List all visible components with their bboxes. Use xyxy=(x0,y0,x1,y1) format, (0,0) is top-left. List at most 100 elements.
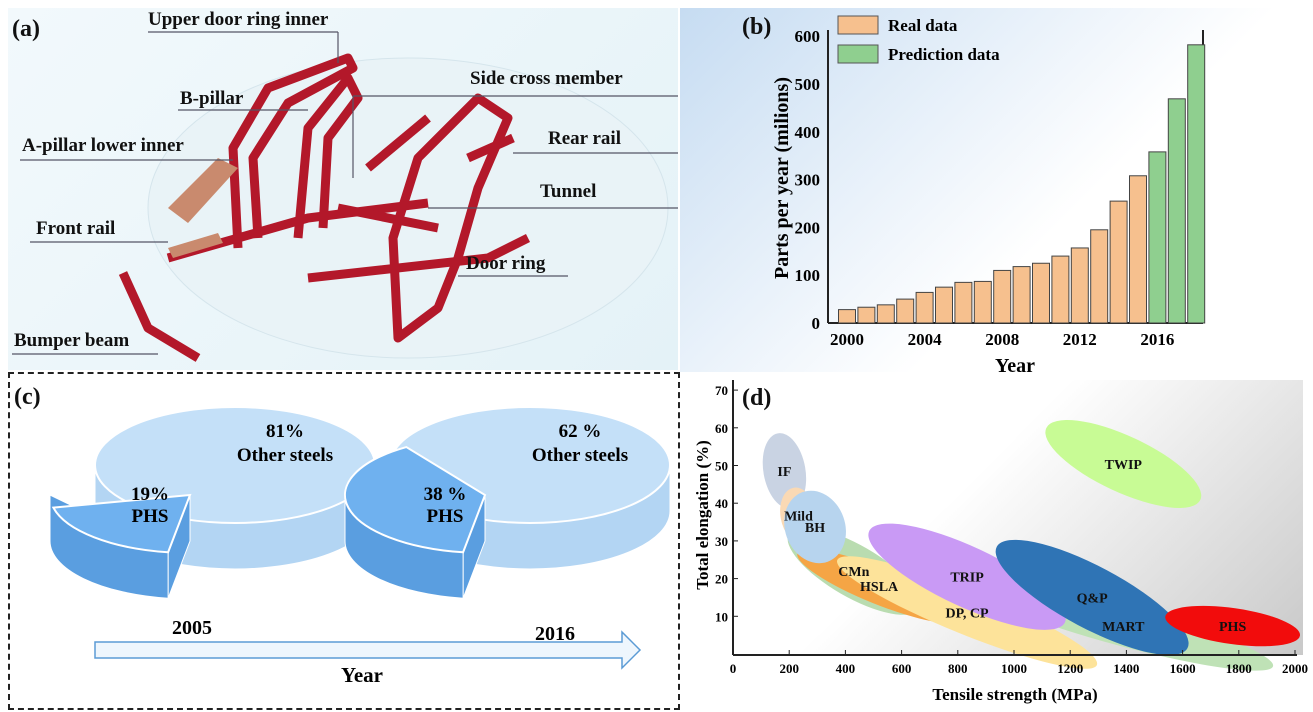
label-b-pillar: B-pillar xyxy=(180,88,244,109)
legend-swatch xyxy=(837,44,879,64)
bar-2003 xyxy=(896,298,915,324)
y-tick-label: 100 xyxy=(795,266,821,285)
x-tick-label: 2004 xyxy=(908,330,943,349)
panel-b-tag: (b) xyxy=(742,14,772,40)
region-label: TWIP xyxy=(1105,458,1143,473)
phs-label: PHS xyxy=(427,506,464,527)
panel-c xyxy=(8,372,680,710)
other-percent: 81% xyxy=(266,421,304,442)
y-tick-label: 600 xyxy=(795,27,821,46)
label-rear-rail: Rear rail xyxy=(548,128,621,149)
timeline-arrow xyxy=(94,630,642,670)
region-label: BH xyxy=(805,521,825,536)
bar-2001 xyxy=(857,306,876,324)
panel-a-tag: (a) xyxy=(12,16,40,42)
x-tick-label: 2016 xyxy=(1140,330,1174,349)
phs-percent: 38 % xyxy=(424,484,467,505)
label-upper-door-ring-inner: Upper door ring inner xyxy=(148,9,329,30)
y-tick-label: 50 xyxy=(715,459,728,474)
bar-2006 xyxy=(954,281,973,324)
bar-2012 xyxy=(1070,247,1089,324)
y-tick-label: 40 xyxy=(715,496,728,511)
x-tick-label: 0 xyxy=(730,661,737,676)
label-a-pillar-lower-inner: A-pillar lower inner xyxy=(22,135,184,156)
phs-percent: 19% xyxy=(131,484,169,505)
region-phs xyxy=(1165,605,1301,647)
bar-2004 xyxy=(915,291,934,324)
region-label: HSLA xyxy=(860,580,899,595)
y-axis-label: Total elongation (%) xyxy=(693,440,712,590)
bar-2016 xyxy=(1148,151,1167,324)
x-axis-label: Tensile strength (MPa) xyxy=(932,685,1097,704)
legend-label: Prediction data xyxy=(888,45,1000,64)
x-tick-label: 1000 xyxy=(1001,661,1027,676)
y-tick-label: 400 xyxy=(795,123,821,142)
y-tick-label: 20 xyxy=(715,572,728,587)
bar-2000 xyxy=(838,309,856,324)
bar-2017 xyxy=(1167,98,1186,324)
region-dpcp xyxy=(837,556,1098,669)
region-trip xyxy=(868,523,1066,630)
region-label: PHS xyxy=(1219,620,1246,635)
label-bumper-beam: Bumper beam xyxy=(14,330,130,351)
y-tick-label: 500 xyxy=(795,75,821,94)
y-tick-label: 0 xyxy=(812,314,821,333)
bar-2010 xyxy=(1032,262,1050,324)
region-label: Mild xyxy=(784,509,813,524)
y-tick-label: 200 xyxy=(795,218,821,237)
bar-2011 xyxy=(1051,255,1070,324)
x-tick-label: 400 xyxy=(836,661,856,676)
pie-slice-phs xyxy=(344,445,487,554)
x-tick-label: 1800 xyxy=(1226,661,1252,676)
pie-slice-phs xyxy=(51,493,192,554)
bar-2014 xyxy=(1109,200,1128,324)
x-tick-label: 2000 xyxy=(1282,661,1308,676)
other-label: Other steels xyxy=(532,445,628,466)
other-label: Other steels xyxy=(237,445,333,466)
legend-label: Real data xyxy=(888,16,958,35)
region-label: DP, CP xyxy=(946,607,989,622)
bar-2009 xyxy=(1012,266,1031,324)
label-tunnel: Tunnel xyxy=(540,181,597,202)
panel-d-tag: (d) xyxy=(742,385,772,411)
x-axis-label: Year xyxy=(341,663,383,687)
region-label: Q&P xyxy=(1077,591,1109,606)
year-2016: 2016 xyxy=(535,623,575,645)
region-label: MART xyxy=(1102,620,1145,635)
bar-2008 xyxy=(993,269,1012,324)
year-2005: 2005 xyxy=(172,617,212,639)
region-twip xyxy=(1045,420,1202,508)
bar-2002 xyxy=(876,304,895,324)
y-tick-label: 300 xyxy=(795,171,821,190)
y-tick-label: 30 xyxy=(715,534,728,549)
bar-2013 xyxy=(1090,229,1109,324)
x-tick-label: 600 xyxy=(892,661,912,676)
panel-a: (a) Upper door ring inner B-pillar A-pil… xyxy=(8,8,678,370)
legend-swatch xyxy=(837,15,879,35)
x-tick-label: 2008 xyxy=(985,330,1019,349)
y-axis-label: Parts per year (milions) xyxy=(771,77,793,279)
label-front-rail: Front rail xyxy=(36,218,116,239)
x-tick-label: 1200 xyxy=(1057,661,1083,676)
bar-2007 xyxy=(973,280,992,324)
x-tick-label: 1400 xyxy=(1113,661,1139,676)
region-label: CMn xyxy=(838,565,869,580)
x-tick-label: 200 xyxy=(779,661,799,676)
x-tick-label: 800 xyxy=(948,661,968,676)
x-tick-label: 2012 xyxy=(1063,330,1097,349)
y-tick-label: 10 xyxy=(715,609,728,624)
label-side-cross-member: Side cross member xyxy=(470,68,623,89)
panel-c-tag: (c) xyxy=(14,384,41,410)
region-label: TRIP xyxy=(950,571,984,586)
y-tick-label: 60 xyxy=(715,421,728,436)
bar-2005 xyxy=(935,286,953,324)
phs-label: PHS xyxy=(132,506,169,527)
bar-2015 xyxy=(1129,175,1147,324)
region-label: IF xyxy=(777,465,791,480)
other-percent: 62 % xyxy=(559,421,602,442)
x-axis-label: Year xyxy=(995,355,1035,377)
